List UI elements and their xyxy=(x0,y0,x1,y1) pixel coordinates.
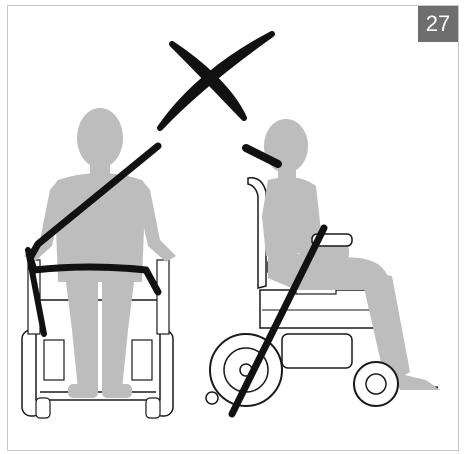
side-motor xyxy=(282,334,352,368)
side-front-caster xyxy=(354,362,398,406)
front-right-caster xyxy=(146,398,160,418)
side-view-wheelchair-user xyxy=(206,119,440,414)
side-anti-tip-wheel xyxy=(206,392,218,404)
side-backrest xyxy=(248,178,266,288)
x-mark-icon xyxy=(160,34,272,128)
front-left-motor xyxy=(44,340,64,380)
front-left-caster xyxy=(36,398,50,418)
front-view-wheelchair-user xyxy=(22,108,176,418)
front-right-motor xyxy=(132,340,152,380)
